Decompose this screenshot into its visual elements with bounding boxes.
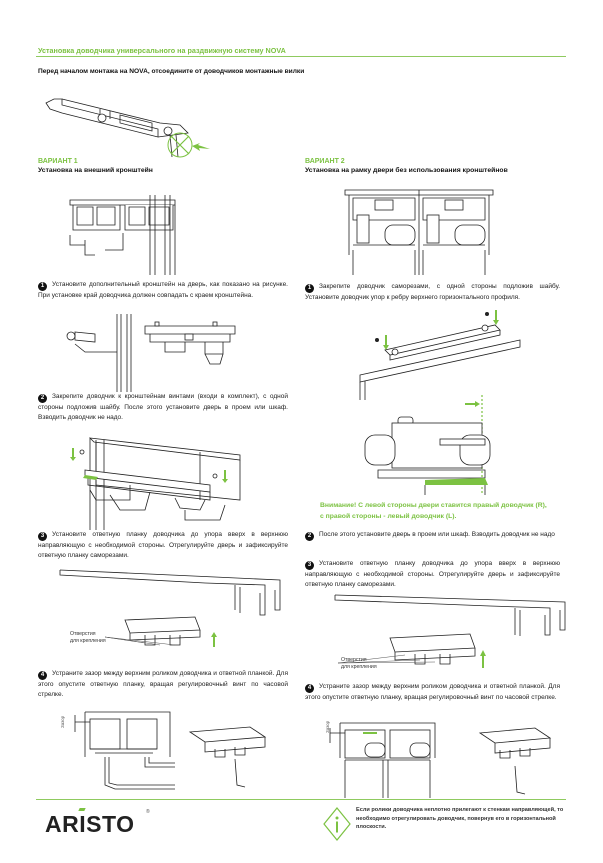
closer-fork-illustration [45, 98, 210, 158]
document-title: Установка доводчика универсального на ра… [38, 46, 286, 55]
arrow-down-icon [70, 448, 76, 461]
arrow-up-icon [211, 632, 217, 647]
v2-warning: Внимание! С левой стороны двери ставится… [320, 502, 547, 520]
v2-callout-line2: для крепления [341, 664, 377, 670]
registered-mark: ® [146, 809, 150, 815]
variant1-label: ВАРИАНТ 1 [38, 158, 78, 165]
step-number-badge: 2 [38, 394, 47, 403]
v2-frame-section-illustration [344, 189, 494, 275]
aristo-logo: ARISTO [45, 811, 135, 837]
v2-callout-line1: Отверстия [341, 657, 367, 663]
arrow-down-icon [493, 310, 499, 325]
arrow-up-icon [480, 650, 486, 668]
arrow-right-icon [465, 401, 480, 407]
v1-bracket-mount-illustration [66, 314, 236, 392]
variant1-subtitle: Установка на внешний кронштейн [38, 167, 153, 174]
step-number-badge: 3 [305, 561, 314, 570]
info-icon [323, 807, 351, 841]
v2-frame-mount-illustration [359, 310, 521, 400]
v1-bracket-illustration [69, 195, 176, 275]
v1-callout-line1: Отверстия [70, 631, 96, 637]
step-number-badge: 3 [38, 532, 47, 541]
variant2-subtitle: Установка на рамку двери без использован… [305, 167, 508, 174]
crossed-circle-icon [167, 132, 193, 158]
intro-text: Перед началом монтажа на NOVA, отсоедини… [38, 68, 305, 75]
title-divider [36, 56, 566, 57]
v1-gap-adjust-illustration [74, 711, 267, 790]
step-number-badge: 2 [305, 532, 314, 541]
v1-callout-line2: для крепления [70, 638, 106, 644]
arrow-left-icon [192, 143, 210, 151]
footer-note: Если ролики доводчика неплотно прилегают… [356, 807, 564, 830]
v2-strike-plate-illustration [334, 594, 566, 668]
v2-gap-label: Зазор [325, 720, 330, 733]
v2-gap-adjust-illustration [329, 722, 552, 798]
footer-divider [36, 799, 566, 800]
arrow-down-icon [383, 335, 389, 350]
v2-closer-detail-illustration [364, 395, 491, 495]
step-number-badge: 1 [38, 282, 47, 291]
step-number-badge: 1 [305, 284, 314, 293]
variant2-label: ВАРИАНТ 2 [305, 158, 345, 165]
step-number-badge: 4 [305, 684, 314, 693]
v1-closer-on-frame-illustration [70, 437, 241, 530]
v1-gap-label: Зазор [60, 715, 65, 728]
step-number-badge: 4 [38, 671, 47, 680]
v1-strike-plate-illustration [59, 569, 281, 647]
arrow-down-icon [222, 470, 228, 483]
